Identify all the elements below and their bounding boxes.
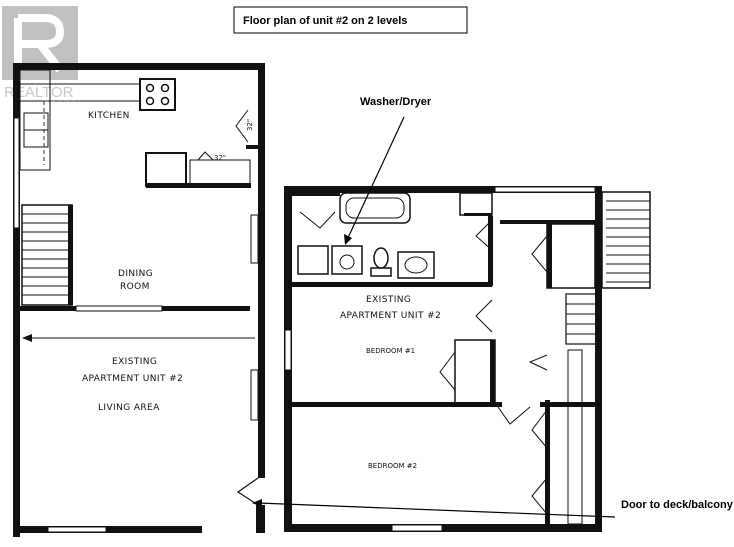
note-door-deck: Door to deck/balcony: [621, 499, 734, 511]
label-kitchen: KITCHEN: [88, 111, 130, 121]
label-living-area: LIVING AREA: [98, 403, 160, 413]
door-width-b: 32": [214, 154, 226, 162]
label-apartment-left: APARTMENT UNIT #2: [82, 374, 183, 384]
left-level: 32" 32" KITCHEN DINI: [13, 63, 265, 537]
note-washer-dryer: Washer/Dryer: [360, 96, 432, 108]
label-dining-1: DINING: [118, 269, 153, 279]
bathtub: [339, 192, 411, 224]
label-existing-left: EXISTING: [112, 357, 157, 367]
label-bedroom-1: BEDROOM #1: [366, 347, 415, 355]
label-dining-2: ROOM: [120, 282, 150, 292]
refrigerator: [145, 152, 187, 187]
label-existing-right: EXISTING: [366, 295, 411, 305]
title-box: [233, 6, 468, 34]
wall-north-right: [284, 186, 602, 193]
label-bedroom-2: BEDROOM #2: [368, 462, 417, 470]
bedroom1-closet: [454, 339, 496, 405]
east-window-upper: [250, 214, 259, 264]
partition-opening: [75, 305, 163, 312]
dryer: [331, 245, 363, 275]
right-level: EXISTING APARTMENT UNIT #2 BEDROOM #1 BE…: [284, 186, 651, 532]
entry-door: [236, 477, 259, 506]
wall-south-right: [284, 524, 602, 532]
wall-east: [258, 63, 265, 478]
east-window-lower: [250, 369, 259, 421]
kitchen-closet-door: [235, 109, 249, 143]
stairs-right-level: [601, 191, 651, 289]
door-width-a: 32": [246, 119, 254, 131]
wall-east-right: [595, 186, 602, 532]
arrow-door-deck: [257, 502, 616, 518]
toilet: [373, 247, 389, 269]
wall-south: [13, 526, 202, 533]
stove: [139, 78, 176, 111]
west-window: [13, 117, 20, 229]
arrow-washer-dryer: [346, 116, 405, 241]
pantry: [189, 159, 251, 185]
stairs-left-level: [21, 204, 73, 306]
label-apartment-right: APARTMENT UNIT #2: [340, 311, 441, 321]
realtor-watermark-text: REALTOR: [4, 84, 74, 101]
bedroom2-window: [391, 524, 443, 532]
kitchen-counter-west: [19, 69, 51, 171]
bedroom1-window: [284, 329, 292, 371]
south-window: [47, 526, 107, 533]
plan-title: Floor plan of unit #2 on 2 levels: [243, 15, 407, 27]
wall-west: [13, 63, 20, 537]
vanity: [397, 251, 435, 279]
wall-north: [13, 63, 265, 70]
washer: [297, 245, 329, 275]
